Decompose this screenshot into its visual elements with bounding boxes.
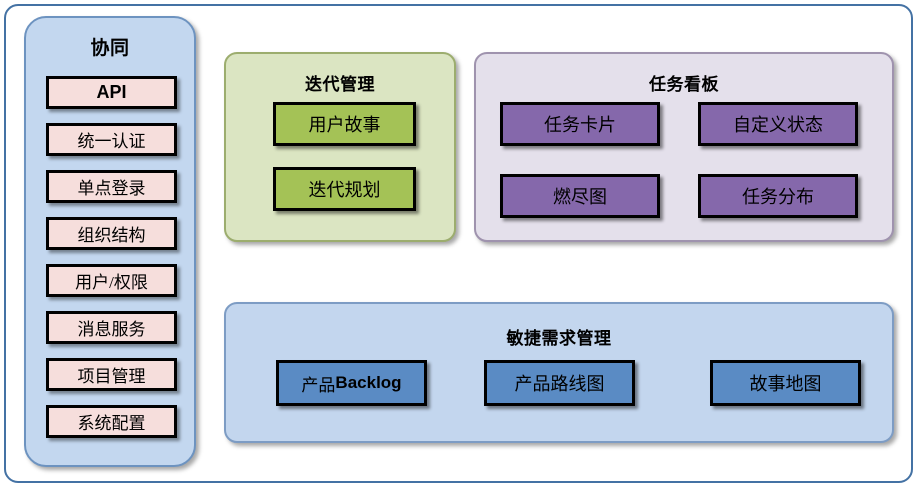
agile-item-story-map[interactable]: 故事地图 <box>710 360 861 406</box>
iteration-management-panel: 迭代管理 用户故事 迭代规划 <box>224 52 456 242</box>
sidebar-item-unified-auth[interactable]: 统一认证 <box>46 123 177 156</box>
sidebar-title: 协同 <box>90 38 130 59</box>
sidebar-item-message-service[interactable]: 消息服务 <box>46 311 177 344</box>
agile-requirements-title: 敏捷需求管理 <box>506 329 612 348</box>
taskboard-item-task-distribution[interactable]: 任务分布 <box>698 174 858 218</box>
iteration-item-user-story[interactable]: 用户故事 <box>273 102 416 146</box>
taskboard-item-custom-status[interactable]: 自定义状态 <box>698 102 858 146</box>
diagram-outer-frame: 协同 API 统一认证 单点登录 组织结构 用户/权限 消息服务 项目管理 系统… <box>4 4 913 483</box>
iteration-item-iteration-planning[interactable]: 迭代规划 <box>273 167 416 211</box>
agile-item-product-backlog-bold: Backlog <box>335 373 402 392</box>
agile-item-product-roadmap[interactable]: 产品路线图 <box>484 360 635 406</box>
sidebar-item-project-management[interactable]: 项目管理 <box>46 358 177 391</box>
sidebar-item-org-structure[interactable]: 组织结构 <box>46 217 177 250</box>
collaboration-sidebar-panel: 协同 API 统一认证 单点登录 组织结构 用户/权限 消息服务 项目管理 系统… <box>24 16 196 467</box>
agile-item-product-backlog-prefix: 产品 <box>301 375 336 395</box>
sidebar-item-user-permission[interactable]: 用户/权限 <box>46 264 177 297</box>
taskboard-item-burndown-chart[interactable]: 燃尽图 <box>500 174 660 218</box>
sidebar-item-single-sign-on[interactable]: 单点登录 <box>46 170 177 203</box>
sidebar-item-system-config[interactable]: 系统配置 <box>46 405 177 438</box>
task-board-panel: 任务看板 任务卡片 自定义状态 燃尽图 任务分布 <box>474 52 894 242</box>
taskboard-item-task-card[interactable]: 任务卡片 <box>500 102 660 146</box>
iteration-management-title: 迭代管理 <box>305 75 375 94</box>
task-board-title: 任务看板 <box>649 75 719 94</box>
sidebar-item-api[interactable]: API <box>46 76 177 109</box>
